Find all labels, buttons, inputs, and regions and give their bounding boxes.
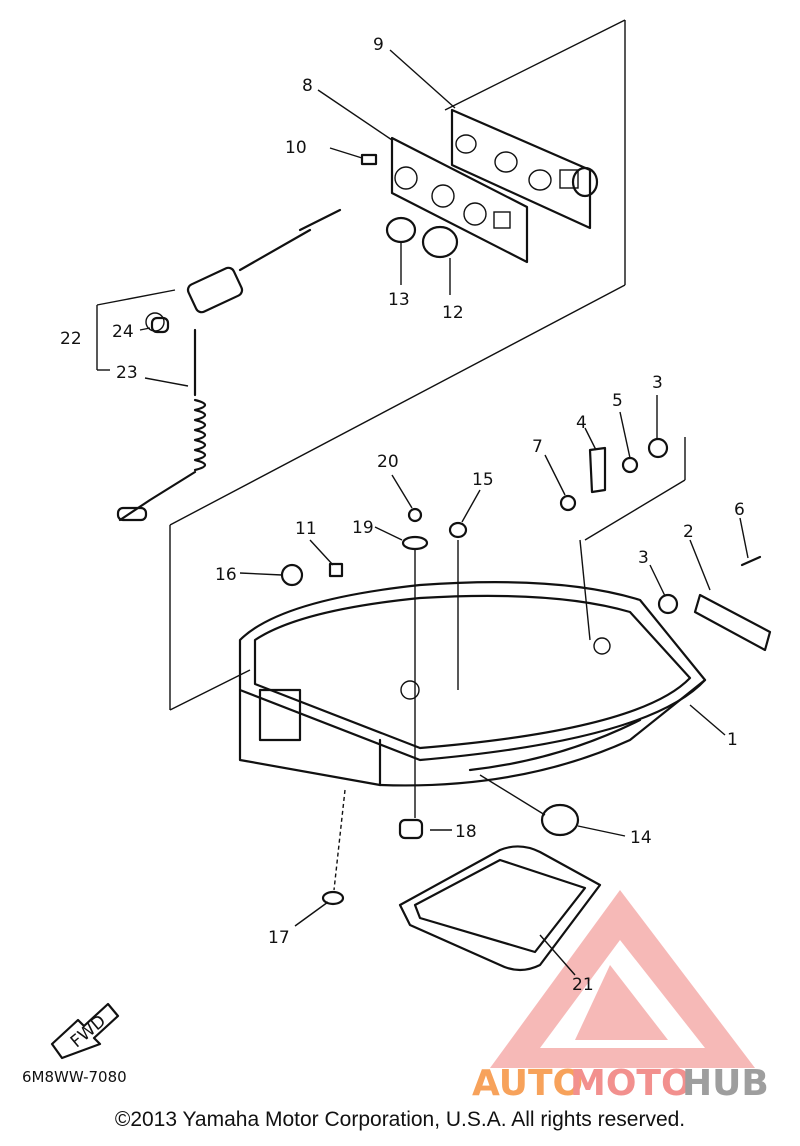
callout-20: 20 <box>377 452 399 472</box>
callout-15: 15 <box>472 470 494 490</box>
watermark-logo <box>490 890 755 1068</box>
gasket-plate-part-8 <box>390 136 529 264</box>
gasket-part-21 <box>398 845 602 976</box>
callout-22: 22 <box>60 329 82 349</box>
callout-6: 6 <box>734 500 745 520</box>
leader-lines <box>239 49 749 927</box>
callout-5: 5 <box>612 391 623 411</box>
callout-13: 13 <box>388 290 410 310</box>
callout-18: 18 <box>455 822 477 842</box>
callout-16: 16 <box>215 565 237 585</box>
bottom-cowling-part-1 <box>238 581 726 787</box>
callout-4: 4 <box>576 413 587 433</box>
upper-frame-lines <box>169 19 686 711</box>
callout-8: 8 <box>302 76 313 96</box>
callout-19: 19 <box>352 518 374 538</box>
control-panel-part-9 <box>450 108 599 230</box>
plugs-parts-12-13 <box>385 216 459 295</box>
stop-switch-part-22 <box>96 208 342 387</box>
callout-17: 17 <box>268 928 290 948</box>
screw-part-10 <box>329 147 378 166</box>
callout-3-a: 3 <box>652 373 663 393</box>
callout-2: 2 <box>683 522 694 542</box>
callout-12: 12 <box>442 303 464 323</box>
callout-11: 11 <box>295 519 317 539</box>
callout-21: 21 <box>572 975 594 995</box>
fwd-label: FWD <box>67 1011 110 1052</box>
small-parts <box>150 316 772 906</box>
diagram-code: 6M8WW-7080 <box>22 1068 127 1086</box>
callout-7: 7 <box>532 437 543 457</box>
watermark-auto: AUTO <box>472 1063 583 1104</box>
callout-3-b: 3 <box>638 548 649 568</box>
callout-1: 1 <box>727 730 738 750</box>
callout-14: 14 <box>630 828 652 848</box>
watermark-text: AUTO MOTO HUB <box>472 1063 769 1104</box>
fwd-arrow: FWD <box>50 1002 120 1060</box>
callout-23: 23 <box>116 363 138 383</box>
copyright-footer: ©2013 Yamaha Motor Corporation, U.S.A. A… <box>114 1108 686 1131</box>
callout-numbers: 1 2 3 3 4 5 6 7 8 9 10 11 12 13 14 15 16… <box>60 35 745 995</box>
watermark-moto: MOTO <box>570 1063 692 1104</box>
watermark-hub: HUB <box>682 1063 769 1104</box>
callout-24: 24 <box>112 322 134 342</box>
lanyard-part-23 <box>116 328 207 522</box>
callout-9: 9 <box>373 35 384 55</box>
callout-10: 10 <box>285 138 307 158</box>
